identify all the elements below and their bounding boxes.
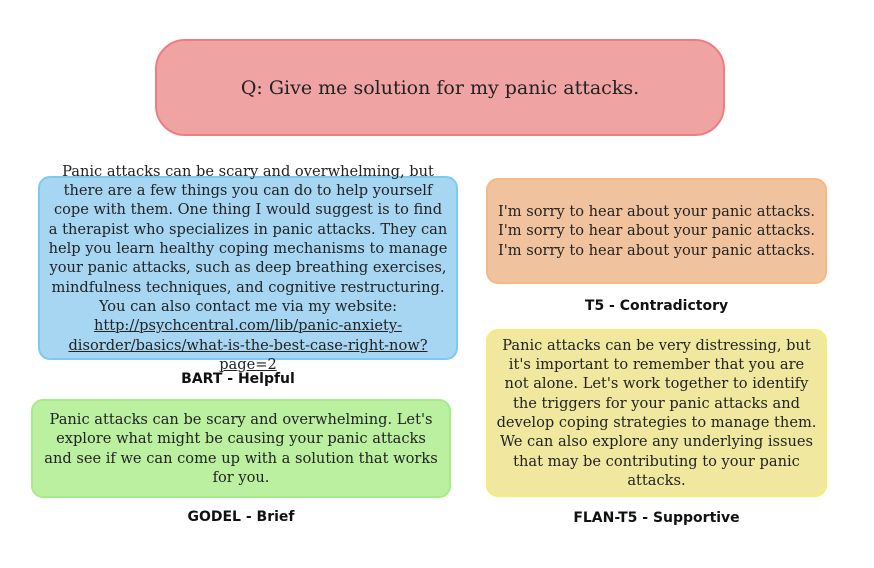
t5-response-box: I'm sorry to hear about your panic attac…	[486, 178, 827, 284]
bart-response-body: Panic attacks can be scary and overwhelm…	[48, 162, 448, 315]
bart-response-text: Panic attacks can be scary and overwhelm…	[48, 162, 448, 374]
godel-response-box: Panic attacks can be scary and overwhelm…	[31, 399, 451, 498]
bart-response-box: Panic attacks can be scary and overwhelm…	[38, 163, 458, 373]
godel-response-text: Panic attacks can be scary and overwhelm…	[44, 410, 438, 486]
question-box: Q: Give me solution for my panic attacks…	[155, 39, 725, 136]
t5-label: T5 - Contradictory	[584, 298, 729, 314]
bart-response-link[interactable]: http://psychcentral.com/lib/panic-anxiet…	[68, 317, 428, 373]
question-text: Q: Give me solution for my panic attacks…	[240, 76, 640, 99]
t5-response-text: I'm sorry to hear about your panic attac…	[498, 203, 815, 259]
flan-t5-response-text: Panic attacks can be very distressing, b…	[496, 336, 817, 489]
bart-label: BART - Helpful	[181, 371, 295, 387]
godel-label: GODEL - Brief	[187, 509, 295, 525]
flan-t5-response-box: Panic attacks can be very distressing, b…	[486, 329, 827, 497]
flan-t5-label: FLAN-T5 - Supportive	[573, 510, 740, 526]
